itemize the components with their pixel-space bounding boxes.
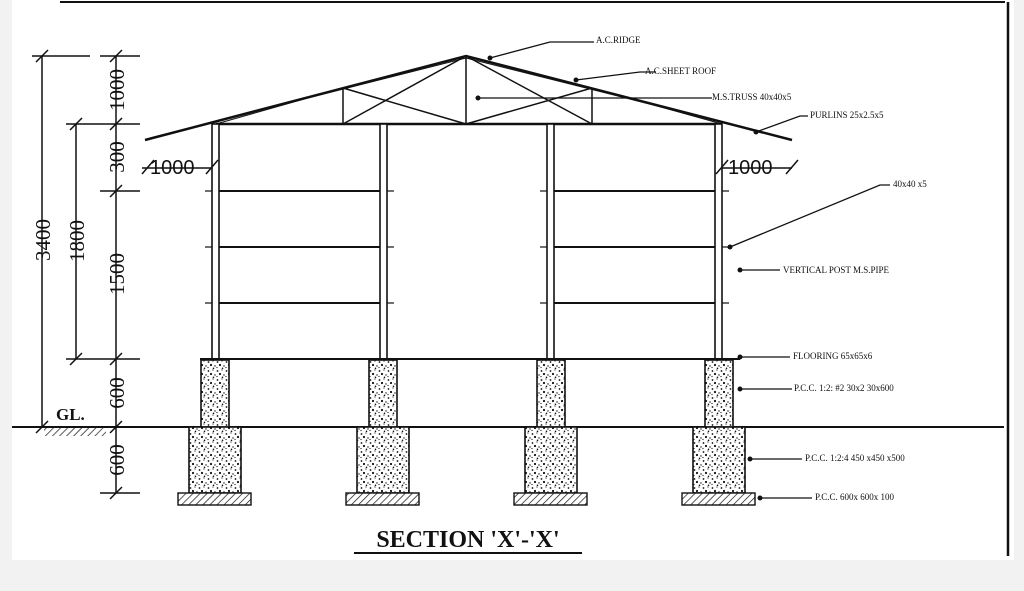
- callout-texts: A.C.RIDGE A.C.SHEET ROOF M.S.TRUSS 40x40…: [596, 35, 927, 502]
- pedestal-2: [368, 359, 398, 428]
- base-1: [177, 492, 252, 506]
- pcc-bases: [177, 492, 756, 506]
- base-2: [345, 492, 420, 506]
- ground-line: [12, 426, 1004, 436]
- dim-roof-rise: 1000: [105, 69, 129, 111]
- overhang-dimensions: [141, 159, 799, 175]
- truss-right-diagonal-a: [465, 87, 593, 125]
- post-1: [211, 123, 220, 360]
- callout-dots: [475, 55, 763, 501]
- callout-sheet-roof: A.C.SHEET ROOF: [645, 66, 716, 76]
- pcc-pedestals: [200, 359, 734, 428]
- section-title: SECTION 'X'-'X': [376, 527, 559, 553]
- footing-1: [188, 426, 242, 494]
- dim-top-gap: 300: [105, 141, 129, 173]
- callout-purlins: PURLINS 25x2.5x5: [810, 110, 884, 120]
- callout-vertical-post: VERTICAL POST M.S.PIPE: [783, 265, 889, 275]
- post-3: [546, 123, 555, 360]
- truss-left-outer: [215, 87, 344, 125]
- roof-truss: [144, 54, 793, 142]
- dim-overall-height: 3400: [31, 219, 55, 261]
- ground-hatch: [44, 428, 106, 436]
- pedestal-3: [536, 359, 566, 428]
- dim-post-height: 1800: [65, 220, 89, 262]
- truss-left-diagonal-b: [342, 55, 467, 125]
- truss-right-outer: [591, 87, 723, 125]
- pedestal-1: [200, 359, 230, 428]
- dimension-lines: [32, 49, 140, 500]
- base-3: [513, 492, 588, 506]
- footing-2: [356, 426, 410, 494]
- dim-mid-height: 1500: [105, 253, 129, 295]
- callout-pcc-pedestal: P.C.C. 1:2: #2 30x2 30x600: [794, 383, 894, 393]
- dim-overhang-right: 1000: [728, 157, 773, 179]
- pcc-footings: [188, 426, 746, 494]
- callout-angle: 40x40 x5: [893, 179, 927, 189]
- horizontal-rails: [219, 190, 715, 304]
- dimension-texts: 3400 1800 1000 300 1500 600 600: [31, 69, 129, 476]
- callout-truss: M.S.TRUSS 40x40x5: [712, 92, 792, 102]
- post-4: [714, 123, 723, 360]
- truss-left-diagonal-a: [342, 87, 467, 125]
- dim-overhang-left: 1000: [150, 157, 195, 179]
- pedestal-4: [704, 359, 734, 428]
- paper: [12, 0, 1014, 560]
- footing-3: [524, 426, 578, 494]
- callout-pcc-footing: P.C.C. 1:2:4 450 x450 x500: [805, 453, 905, 463]
- ground-label: GL.: [56, 405, 85, 424]
- dim-footing: 600: [105, 444, 129, 476]
- footing-4: [692, 426, 746, 494]
- callout-ridge: A.C.RIDGE: [596, 35, 641, 45]
- dim-plinth: 600: [105, 377, 129, 409]
- callout-leaders: [478, 41, 890, 499]
- base-4: [681, 492, 756, 506]
- callout-pcc-base: P.C.C. 600x 600x 100: [815, 492, 895, 502]
- truss-right-diagonal-b: [465, 55, 593, 125]
- post-2: [379, 123, 388, 360]
- callout-flooring: FLOORING 65x65x6: [793, 351, 873, 361]
